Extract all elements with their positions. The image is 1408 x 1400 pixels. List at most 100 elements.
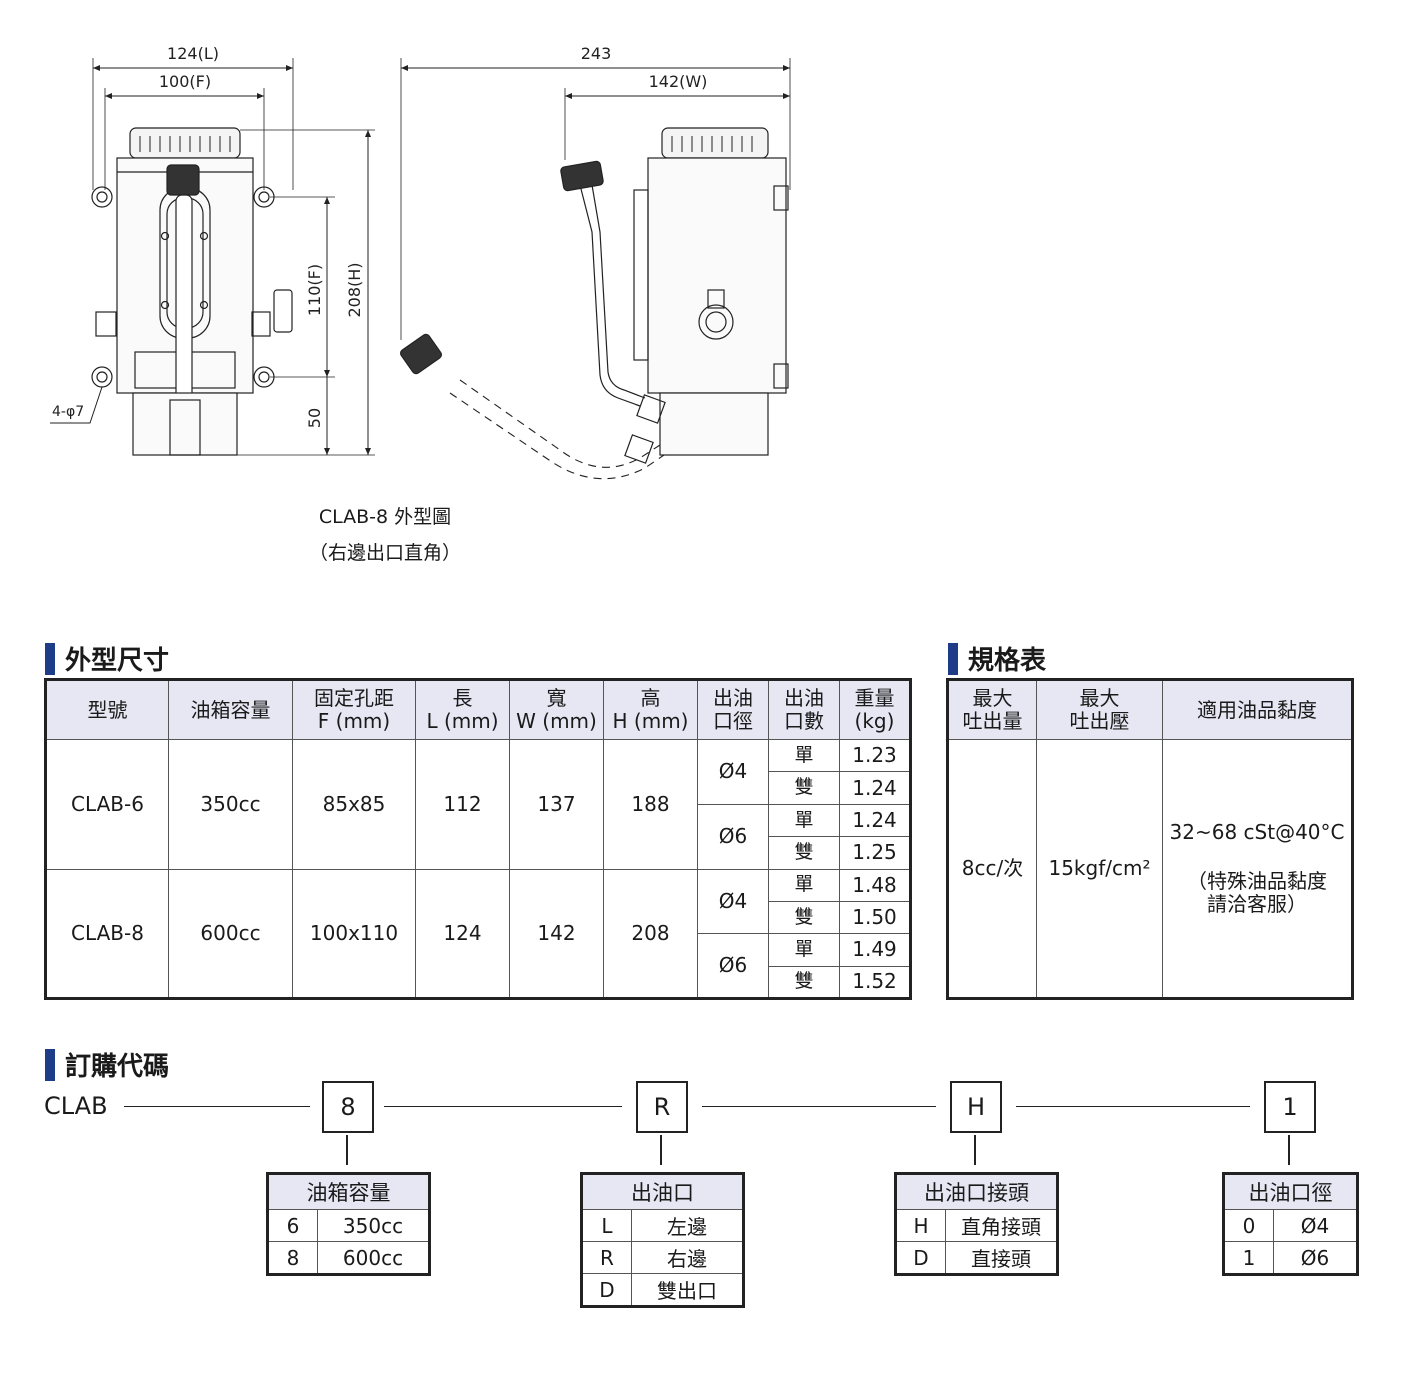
length-cell: 124 [415,868,510,999]
code-box-joint: H [950,1081,1002,1133]
pressure-cell: 15kgf/cm² [1036,739,1163,999]
option-value: 350cc [317,1209,430,1242]
height-cell: 188 [603,739,698,870]
option-code: D [581,1273,632,1307]
count-cell: 單 [768,738,840,773]
header-max-pressure-l1: 最大 [1079,686,1120,710]
table-row: CLAB-8 600cc 100x110 124 142 208 Ø4 單 1.… [45,868,911,999]
dim-front-total: 124(L) [167,44,219,63]
spec-title-text: 規格表 [968,646,1047,676]
header-fix-l2: F (mm) [317,709,391,733]
viscosity-value: 32~68 cSt@40°C [1169,820,1345,844]
option-table-title: 油箱容量 [267,1173,430,1210]
header-max-output-l1: 最大 [972,686,1013,710]
model-cell: CLAB-8 [45,868,169,999]
option-code: 6 [267,1209,318,1242]
table-row: CLAB-6 350cc 85x85 112 137 188 Ø4 單 1.23 [45,738,911,870]
count-cell: 雙 [768,900,840,935]
option-value: 雙出口 [631,1273,744,1307]
weight-cell: 1.23 [839,738,911,773]
header-tank: 油箱容量 [168,679,293,740]
fix-cell: 85x85 [292,739,416,870]
diameter-cell: Ø4 [697,739,769,805]
count-cell: 單 [768,933,840,967]
option-code: 1 [1223,1241,1274,1275]
viscosity-cell: 32~68 cSt@40°C （特殊油品黏度 請洽客服） [1162,739,1353,999]
tank-cell: 350cc [168,739,293,870]
header-fix-l1: 固定孔距 [314,686,394,710]
option-value: 600cc [317,1241,430,1275]
fix-cell: 100x110 [292,868,416,999]
connector-line [660,1135,662,1165]
table-row: 雙 1.24 [46,771,911,805]
header-max-pressure-l2: 吐出壓 [1069,709,1130,733]
connector-line [346,1135,348,1165]
table-row: Ø6 單 1.49 [46,933,911,999]
viscosity-note-l1: （特殊油品黏度 [1187,869,1327,893]
option-value: 右邊 [631,1241,744,1274]
diameter-cell: Ø6 [697,933,769,999]
header-count-l1: 出油 [784,686,824,710]
width-cell: 137 [509,739,604,870]
dim-holes: 4-φ7 [52,404,84,420]
header-width-l2: W (mm) [516,709,597,733]
header-count: 出油口數 [768,679,840,740]
option-code: D [895,1241,946,1275]
header-max-pressure: 最大吐出壓 [1036,679,1163,740]
length-cell: 112 [415,739,510,870]
diameter-cell: Ø4 [697,868,769,935]
order-title: 訂購代碼 [45,1046,169,1083]
weight-cell: 1.49 [839,933,911,967]
dim-hole-spacing: 110(F) [305,264,324,316]
code-box-tank: 8 [322,1081,374,1133]
weight-cell: 1.24 [839,803,911,838]
header-diameter: 出油口徑 [697,679,769,740]
table-row: 雙 1.25 [46,836,911,870]
header-height-l1: 高 [640,686,661,710]
height-cell: 208 [603,868,698,999]
connector-line [1288,1135,1290,1165]
weight-cell: 1.52 [839,965,911,1000]
weight-cell: 1.25 [839,836,911,870]
code-box-outlet: R [636,1081,688,1133]
viscosity-note-l2: 請洽客服） [1207,892,1307,916]
count-cell: 單 [768,868,840,902]
weight-cell: 1.48 [839,868,911,902]
accent-bar [45,642,55,675]
option-code: H [895,1209,946,1242]
header-weight-l2: (kg) [854,709,895,733]
order-prefix: CLAB [44,1092,108,1120]
count-cell: 單 [768,803,840,838]
connector-line [1016,1106,1250,1107]
count-cell: 雙 [768,965,840,1000]
option-value: 直角接頭 [945,1209,1058,1242]
header-model: 型號 [45,679,169,740]
header-max-output: 最大吐出量 [947,679,1037,740]
drawing-caption: CLAB-8 外型圖 [318,506,452,528]
table-row: 8cc/次 15kgf/cm² 32~68 cSt@40°C （特殊油品黏度 請… [947,739,1353,999]
option-value: Ø4 [1273,1209,1358,1242]
header-length-l1: 長 [452,686,473,710]
option-table-title: 出油口 [581,1173,744,1210]
connector-line [384,1106,622,1107]
option-table-title: 出油口接頭 [895,1173,1058,1210]
spec-title: 規格表 [948,640,1046,677]
header-length-l2: L (mm) [426,709,499,733]
output-cell: 8cc/次 [947,739,1037,999]
header-max-output-l2: 吐出量 [962,709,1023,733]
header-diameter-l2: 口徑 [713,709,753,733]
accent-bar [948,642,958,675]
